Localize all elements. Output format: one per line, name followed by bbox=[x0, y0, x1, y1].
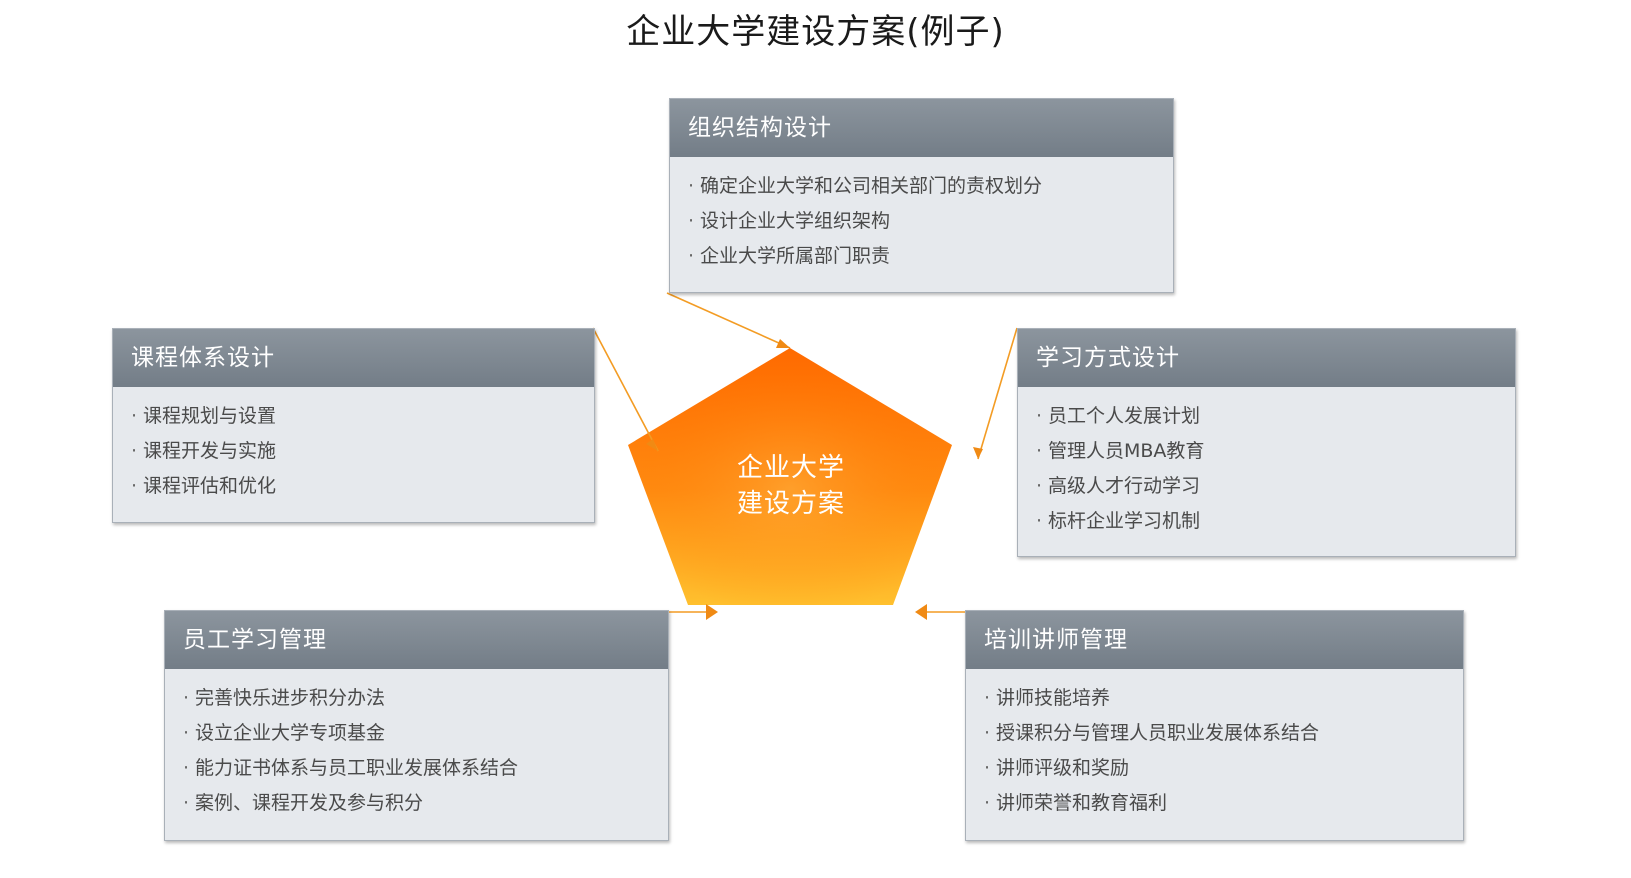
connector-course bbox=[592, 327, 659, 452]
card-course-system-title: 课程体系设计 bbox=[113, 329, 594, 387]
list-item: ·讲师技能培养 bbox=[984, 687, 1111, 709]
card-learning-mode-list: ·员工个人发展计划 ·管理人员MBA教育 ·高级人才行动学习 ·标杆企业学习机制 bbox=[1018, 387, 1515, 539]
list-item: ·讲师荣誉和教育福利 bbox=[984, 792, 1168, 814]
card-trainer-management-list: ·讲师技能培养 ·授课积分与管理人员职业发展体系结合 ·讲师评级和奖励 ·讲师荣… bbox=[966, 669, 1463, 821]
card-learning-mode-title: 学习方式设计 bbox=[1018, 329, 1515, 387]
connector-org bbox=[666, 292, 791, 349]
list-item: ·完善快乐进步积分办法 bbox=[183, 687, 386, 709]
list-item: ·高级人才行动学习 bbox=[1036, 475, 1201, 497]
list-item: ·课程规划与设置 bbox=[131, 405, 277, 427]
connector-learning bbox=[977, 327, 1018, 460]
card-course-system-list: ·课程规划与设置 ·课程开发与实施 ·课程评估和优化 bbox=[113, 387, 594, 504]
card-org-structure-title: 组织结构设计 bbox=[670, 99, 1173, 157]
list-item: ·案例、课程开发及参与积分 bbox=[183, 792, 424, 814]
card-org-structure-list: ·确定企业大学和公司相关部门的责权划分 ·设计企业大学组织架构 ·企业大学所属部… bbox=[670, 157, 1173, 274]
arrowhead-learning bbox=[973, 447, 983, 459]
center-label-line1: 企业大学 bbox=[736, 453, 845, 483]
card-employee-learning: 员工学习管理 ·完善快乐进步积分办法 ·设立企业大学专项基金 ·能力证书体系与员… bbox=[164, 610, 669, 841]
card-trainer-management: 培训讲师管理 ·讲师技能培养 ·授课积分与管理人员职业发展体系结合 ·讲师评级和… bbox=[965, 610, 1464, 841]
list-item: ·确定企业大学和公司相关部门的责权划分 bbox=[688, 175, 1043, 197]
arrowhead-course bbox=[646, 439, 658, 451]
list-item: ·课程评估和优化 bbox=[131, 475, 277, 497]
list-item: ·标杆企业学习机制 bbox=[1036, 510, 1201, 532]
list-item: ·授课积分与管理人员职业发展体系结合 bbox=[984, 722, 1320, 744]
list-item: ·企业大学所属部门职责 bbox=[688, 245, 891, 267]
list-item: ·设立企业大学专项基金 bbox=[183, 722, 386, 744]
list-item: ·能力证书体系与员工职业发展体系结合 bbox=[183, 757, 519, 779]
list-item: ·管理人员MBA教育 bbox=[1036, 440, 1205, 462]
list-item: ·课程开发与实施 bbox=[131, 440, 277, 462]
card-learning-mode: 学习方式设计 ·员工个人发展计划 ·管理人员MBA教育 ·高级人才行动学习 ·标… bbox=[1017, 328, 1516, 557]
card-trainer-management-title: 培训讲师管理 bbox=[966, 611, 1463, 669]
list-item: ·讲师评级和奖励 bbox=[984, 757, 1130, 779]
list-item: ·员工个人发展计划 bbox=[1036, 405, 1201, 427]
arrowhead-org bbox=[776, 339, 790, 348]
center-pentagon-glow bbox=[628, 348, 952, 605]
center-label: 企业大学 建设方案 bbox=[718, 450, 864, 522]
card-org-structure: 组织结构设计 ·确定企业大学和公司相关部门的责权划分 ·设计企业大学组织架构 ·… bbox=[669, 98, 1174, 293]
arrowhead-trainer bbox=[915, 604, 927, 620]
list-item: ·设计企业大学组织架构 bbox=[688, 210, 891, 232]
page-title: 企业大学建设方案(例子) bbox=[626, 12, 1005, 52]
arrowhead-employee bbox=[706, 604, 718, 620]
card-course-system: 课程体系设计 ·课程规划与设置 ·课程开发与实施 ·课程评估和优化 bbox=[112, 328, 595, 523]
center-label-line2: 建设方案 bbox=[736, 489, 845, 519]
card-employee-learning-title: 员工学习管理 bbox=[165, 611, 668, 669]
card-employee-learning-list: ·完善快乐进步积分办法 ·设立企业大学专项基金 ·能力证书体系与员工职业发展体系… bbox=[165, 669, 668, 821]
